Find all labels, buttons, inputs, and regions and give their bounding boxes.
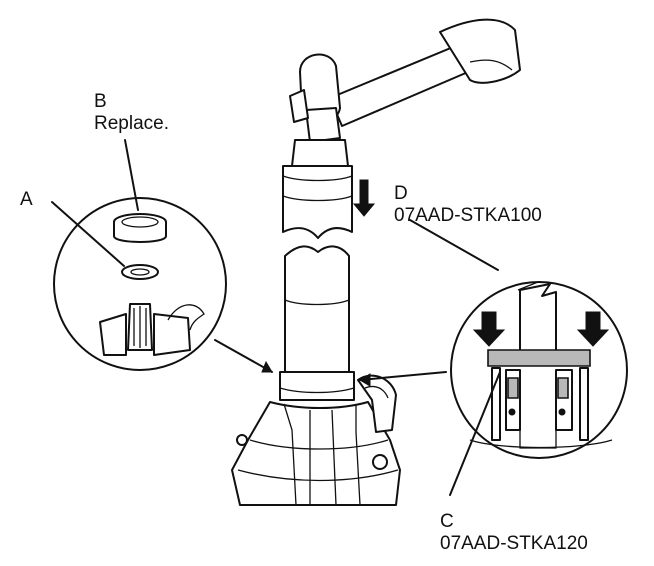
label-d-letter: D <box>394 183 408 204</box>
label-c-part: 07AAD-STKA120 <box>440 533 588 554</box>
label-c-letter: C <box>440 511 454 532</box>
label-b-letter: B <box>94 91 107 112</box>
hammer-icon <box>289 18 521 143</box>
label-a-letter: A <box>20 189 33 210</box>
transmission-case <box>231 374 401 506</box>
label-d-part: 07AAD-STKA100 <box>394 205 542 226</box>
detail-circle-left <box>53 197 227 371</box>
leader-lines <box>51 139 501 496</box>
driver-lower <box>279 245 355 401</box>
label-b-note: Replace. <box>94 113 169 134</box>
driver-upper <box>282 139 353 239</box>
down-arrow-icon <box>352 179 376 217</box>
detail-circle-right <box>450 281 628 459</box>
